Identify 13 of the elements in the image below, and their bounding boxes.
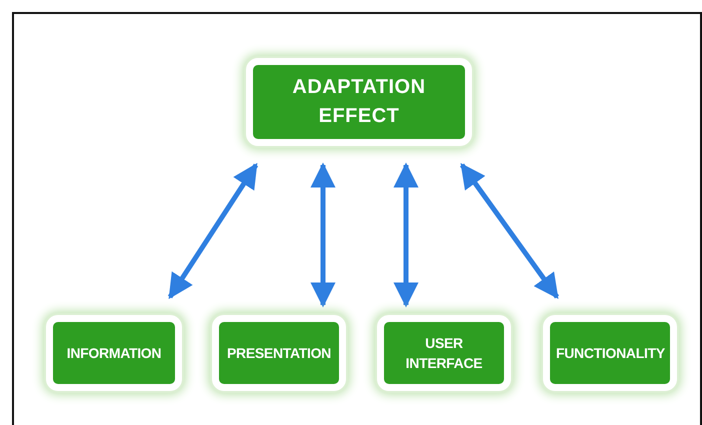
process-box bbox=[246, 58, 472, 146]
box-label: INFORMATION bbox=[66, 344, 162, 363]
double-arrow bbox=[168, 162, 258, 300]
box-label: USER INTERFACE bbox=[404, 334, 484, 373]
box-label: ADAPTATION EFFECT bbox=[291, 75, 427, 129]
process-box bbox=[46, 315, 182, 391]
process-box bbox=[543, 315, 677, 391]
process-box bbox=[212, 315, 346, 391]
double-arrow bbox=[394, 162, 418, 308]
box-label: PRESENTATION bbox=[227, 344, 331, 363]
process-box bbox=[377, 315, 511, 391]
double-arrow bbox=[310, 162, 336, 308]
box-label: FUNCTIONALITY bbox=[556, 344, 664, 363]
